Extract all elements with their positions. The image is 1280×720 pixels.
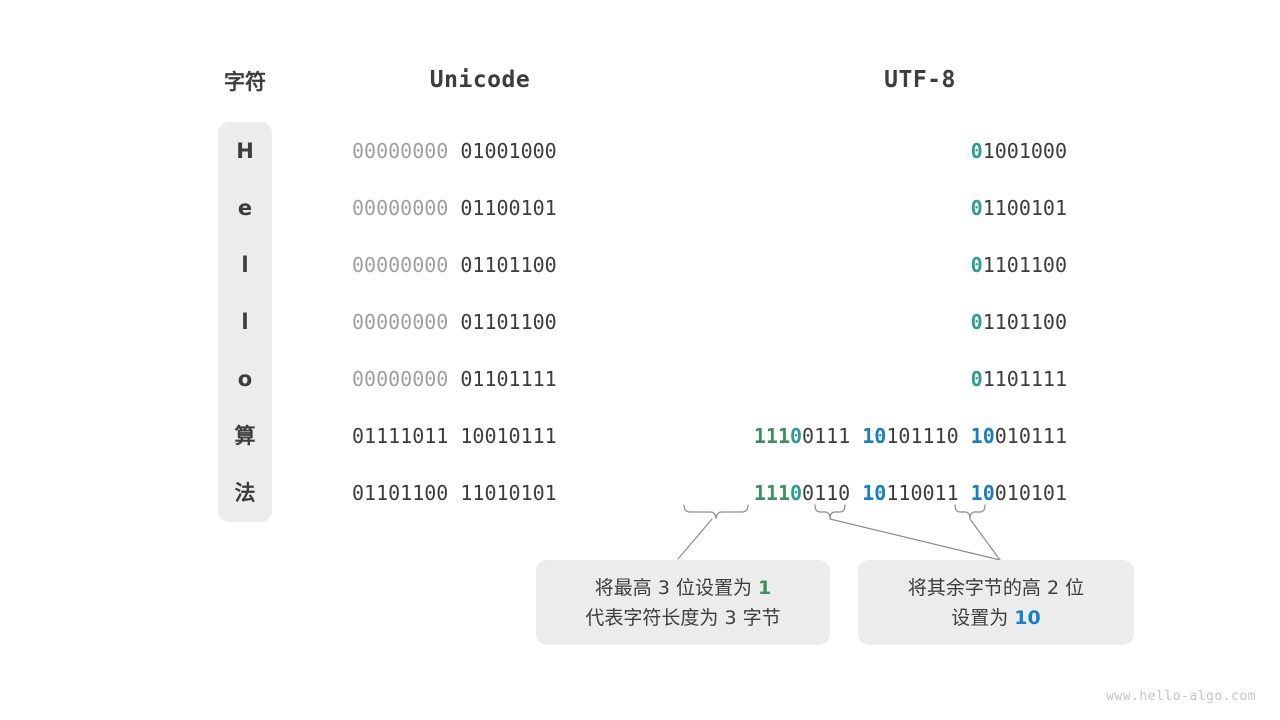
- bit-run-dark: 1101100: [982, 310, 1067, 334]
- brace-leading-bits: [683, 504, 749, 520]
- bit-run-green: 111: [753, 424, 790, 448]
- bit-run-dim: 00000000: [352, 139, 461, 163]
- bit-run-dark: 010111: [994, 424, 1067, 448]
- bit-run-dark: 字节: [736, 606, 781, 629]
- character-cell: 法: [234, 481, 256, 505]
- bit-run-dark: 110011: [886, 481, 971, 505]
- unicode-bits: 00000000 01101100: [352, 251, 608, 279]
- bit-run-blue: 10: [862, 481, 887, 505]
- watermark: www.hello-algo.com: [1106, 689, 1256, 704]
- bit-run-dark: 01100101: [460, 196, 557, 220]
- utf8-bits: 01101100: [971, 308, 1067, 336]
- bit-run-dark: 101110: [886, 424, 971, 448]
- bit-run-dark: 01101111: [460, 367, 557, 391]
- bit-run-teal: 0: [970, 367, 983, 391]
- bit-run-teal: 0: [970, 253, 983, 277]
- bit-run-dark: 2: [1046, 576, 1060, 599]
- callout-continuation-bits: 将其余字节的高 2 位设置为 10: [858, 560, 1134, 645]
- character-column-panel: [218, 122, 272, 522]
- column-header-unicode: Unicode: [429, 67, 531, 93]
- bit-run-dim: 00000000: [352, 253, 461, 277]
- utf8-bits: 01101100: [971, 251, 1067, 279]
- bit-run-teal: 0: [970, 310, 983, 334]
- bit-run-dark: 位: [1059, 576, 1085, 599]
- bit-run-teal: 0: [790, 424, 803, 448]
- utf8-bits: 11100110 10110011 10010101: [754, 479, 1067, 507]
- bit-run-dark: 3: [724, 606, 737, 629]
- callout-line: 设置为 10: [951, 603, 1041, 633]
- utf8-bits: 01001000: [971, 137, 1067, 165]
- bit-run-dark: 3: [657, 576, 670, 599]
- leader-line-2: [829, 518, 1001, 561]
- bit-run-dark: 01111011 10010111: [352, 424, 557, 448]
- brace-continuation-2: [954, 504, 986, 520]
- column-header-character: 字符: [224, 70, 266, 94]
- unicode-bits: 00000000 01101100: [352, 308, 608, 336]
- bit-run-dim: 00000000: [352, 310, 461, 334]
- bit-run-dark: 代表字符长度为: [585, 606, 725, 629]
- bit-run-dark: 1100101: [982, 196, 1067, 220]
- callout-line: 将其余字节的高 2 位: [908, 573, 1084, 603]
- unicode-bits: 00000000 01100101: [352, 194, 608, 222]
- character-cell: o: [237, 367, 253, 391]
- brace-continuation-1: [814, 504, 846, 520]
- bit-run-dark: 01101100: [460, 253, 557, 277]
- bit-run-teal: 0: [970, 196, 983, 220]
- bit-run-teal: 0: [790, 481, 803, 505]
- bit-run-blue: 10: [970, 481, 995, 505]
- unicode-bits: 00000000 01001000: [352, 137, 608, 165]
- leader-line-1: [677, 518, 713, 560]
- utf8-bits: 01100101: [971, 194, 1067, 222]
- character-cell: l: [241, 253, 249, 277]
- bit-run-blue: 10: [970, 424, 995, 448]
- bit-run-dark: 1001000: [982, 139, 1067, 163]
- bit-run-blue: 10: [1014, 606, 1041, 629]
- leader-line-3: [969, 518, 1001, 561]
- bit-run-dark: 位设置为: [669, 576, 758, 599]
- column-header-utf8: UTF-8: [884, 67, 956, 93]
- bit-run-dark: 0111: [802, 424, 863, 448]
- unicode-bits: 01101100 11010101: [352, 479, 608, 507]
- bit-run-dark: 010101: [994, 481, 1067, 505]
- bit-run-green: 1: [758, 576, 772, 599]
- bit-run-dark: 01001000: [460, 139, 557, 163]
- bit-run-dark: 将其余字节的高: [907, 576, 1047, 599]
- utf8-bits: 01101111: [971, 365, 1067, 393]
- character-cell: l: [241, 310, 249, 334]
- bit-run-dark: 1101111: [982, 367, 1067, 391]
- character-cell: 算: [234, 424, 256, 448]
- bit-run-blue: 10: [862, 424, 887, 448]
- bit-run-dark: 01101100 11010101: [352, 481, 557, 505]
- unicode-bits: 00000000 01101111: [352, 365, 608, 393]
- bit-run-dim: 00000000: [352, 367, 461, 391]
- character-cell: H: [236, 139, 254, 163]
- character-cell: e: [237, 196, 253, 220]
- unicode-bits: 01111011 10010111: [352, 422, 608, 450]
- bit-run-dim: 00000000: [352, 196, 461, 220]
- bit-run-green: 111: [753, 481, 790, 505]
- callout-line: 将最高 3 位设置为 1: [595, 573, 771, 603]
- bit-run-dark: 01101100: [460, 310, 557, 334]
- bit-run-dark: 1101100: [982, 253, 1067, 277]
- bit-run-teal: 0: [970, 139, 983, 163]
- bit-run-dark: 设置为: [951, 606, 1015, 629]
- bit-run-dark: 0110: [802, 481, 863, 505]
- bit-run-dark: 将最高: [594, 576, 658, 599]
- callout-line: 代表字符长度为 3 字节: [585, 603, 780, 633]
- utf8-bits: 11100111 10101110 10010111: [754, 422, 1067, 450]
